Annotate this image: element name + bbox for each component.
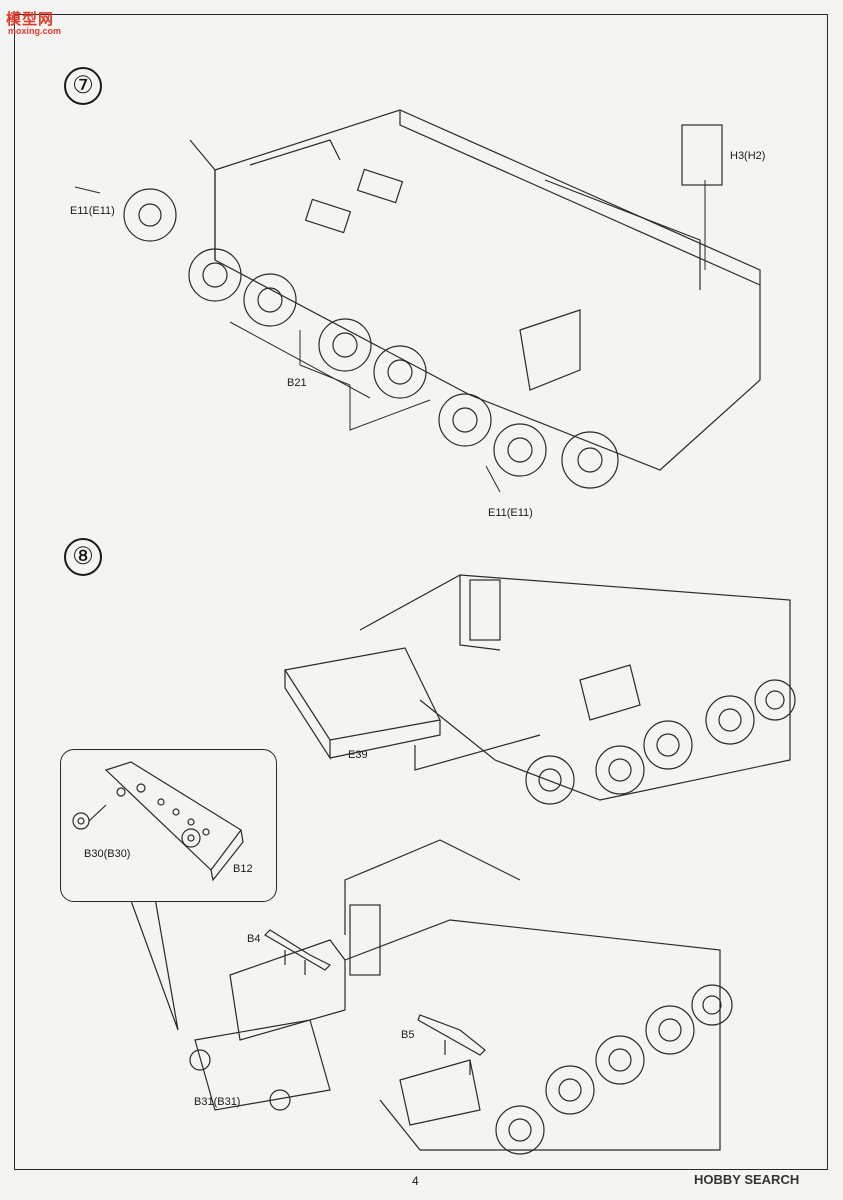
part-label-b21: B21: [287, 377, 307, 389]
step-8-number: ⑧: [64, 538, 102, 576]
callout-drawing: [72, 761, 244, 882]
part-label-b5: B5: [401, 1029, 415, 1041]
watermark-line1: 模型网: [6, 11, 55, 28]
step7-wheels: [123, 188, 619, 489]
page-frame: [14, 14, 828, 1170]
watermark-logo: 模型网 moxing.com: [6, 8, 70, 36]
part-label-h3: H3(H2): [730, 150, 766, 162]
part-label-b4: B4: [247, 933, 261, 945]
part-label-e11-right: E11(E11): [488, 507, 533, 519]
watermark-line2: moxing.com: [8, 26, 62, 36]
detail-callout: [60, 749, 277, 902]
step-7-number: ⑦: [64, 67, 102, 105]
step8-upper-hull: [284, 574, 796, 805]
footer-brand: HOBBY SEARCH: [694, 1172, 800, 1187]
part-label-b31: B31(B31): [194, 1096, 241, 1108]
part-label-e39: E39: [348, 749, 368, 761]
part-label-e11-left: E11(E11): [70, 205, 115, 217]
step8-lower-hull: [189, 839, 733, 1155]
page-number: 4: [412, 1174, 419, 1188]
part-label-b30: B30(B30): [84, 848, 131, 860]
step7-hull: [189, 109, 761, 471]
part-label-b12: B12: [233, 863, 253, 875]
